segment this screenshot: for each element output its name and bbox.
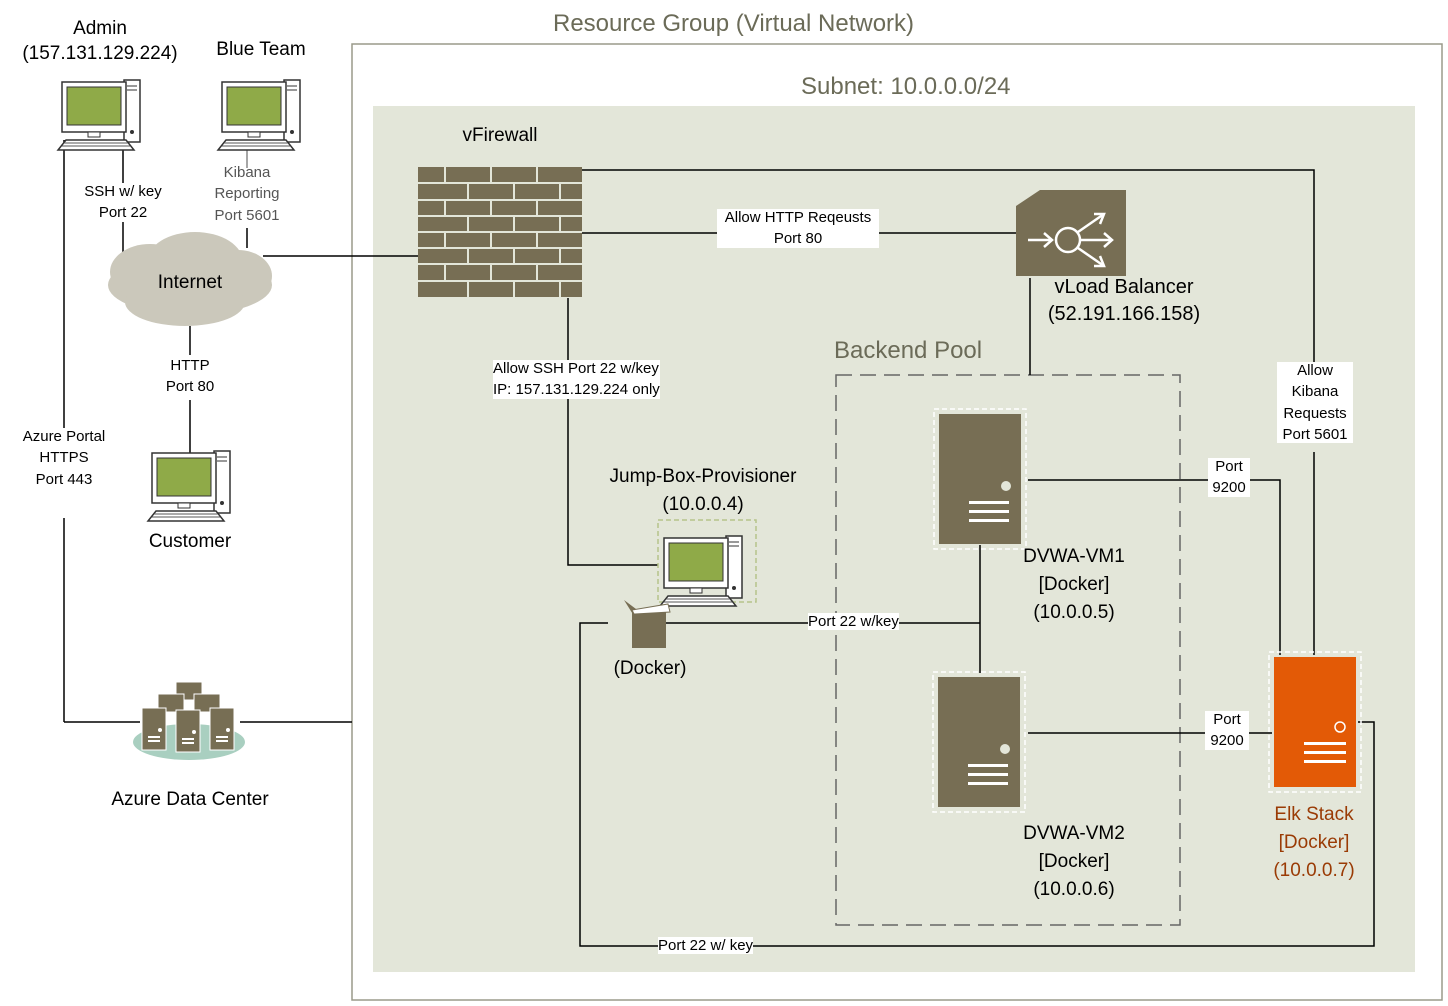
allow-kibana-label: Allow Kibana Requests Port 5601 bbox=[1277, 362, 1353, 443]
connection-lines bbox=[63, 140, 1375, 947]
customer-computer-icon bbox=[147, 450, 231, 522]
docker-box-icon bbox=[624, 600, 671, 648]
admin-computer-icon bbox=[57, 79, 141, 151]
subnet-title: Subnet: 10.0.0.0/24 bbox=[801, 73, 1011, 100]
internet-label: Internet bbox=[157, 272, 223, 293]
resource-group-title: Resource Group (Virtual Network) bbox=[553, 10, 915, 37]
blue-team-label: Blue Team bbox=[216, 39, 306, 60]
load-balancer-icon bbox=[1016, 190, 1126, 276]
kibana-reporting-label: Kibana Reporting Port 5601 bbox=[214, 164, 280, 224]
dvwa-vm2-server-icon bbox=[932, 671, 1026, 813]
jumpbox-label: Jump-Box-Provisioner(10.0.0.4) bbox=[609, 466, 797, 515]
admin-label: Admin(157.131.129.224) bbox=[22, 18, 178, 64]
dvwa-vm1-label: DVWA-VM1 [Docker] (10.0.0.5) bbox=[1023, 546, 1125, 623]
backend-pool-frame bbox=[835, 374, 1181, 926]
customer-label: Customer bbox=[148, 531, 232, 552]
azure-datacenter-icon bbox=[133, 681, 245, 760]
firewall-icon bbox=[418, 167, 582, 297]
vfirewall-label: vFirewall bbox=[462, 125, 538, 146]
elk-stack-label: Elk Stack [Docker] (10.0.0.7) bbox=[1273, 804, 1355, 881]
port22-pool-label: Port 22 w/key bbox=[808, 613, 899, 631]
blue-team-computer-icon bbox=[217, 79, 301, 151]
port22-elk-label: Port 22 w/ key bbox=[658, 937, 754, 955]
elk-server-icon bbox=[1268, 651, 1362, 793]
azure-datacenter-label: Azure Data Center bbox=[111, 789, 269, 810]
docker-label: (Docker) bbox=[613, 658, 687, 679]
dvwa-vm1-server-icon bbox=[933, 408, 1027, 550]
backend-pool-title: Backend Pool bbox=[834, 337, 983, 364]
internet-cloud-icon bbox=[108, 232, 272, 326]
jumpbox-computer-icon bbox=[657, 519, 757, 607]
load-balancer-label: vLoad Balancer(52.191.166.158) bbox=[1047, 276, 1201, 325]
azure-portal-label: Azure Portal HTTPS Port 443 bbox=[10, 428, 118, 488]
dvwa-vm2-label: DVWA-VM2 [Docker] (10.0.0.6) bbox=[1023, 823, 1125, 900]
